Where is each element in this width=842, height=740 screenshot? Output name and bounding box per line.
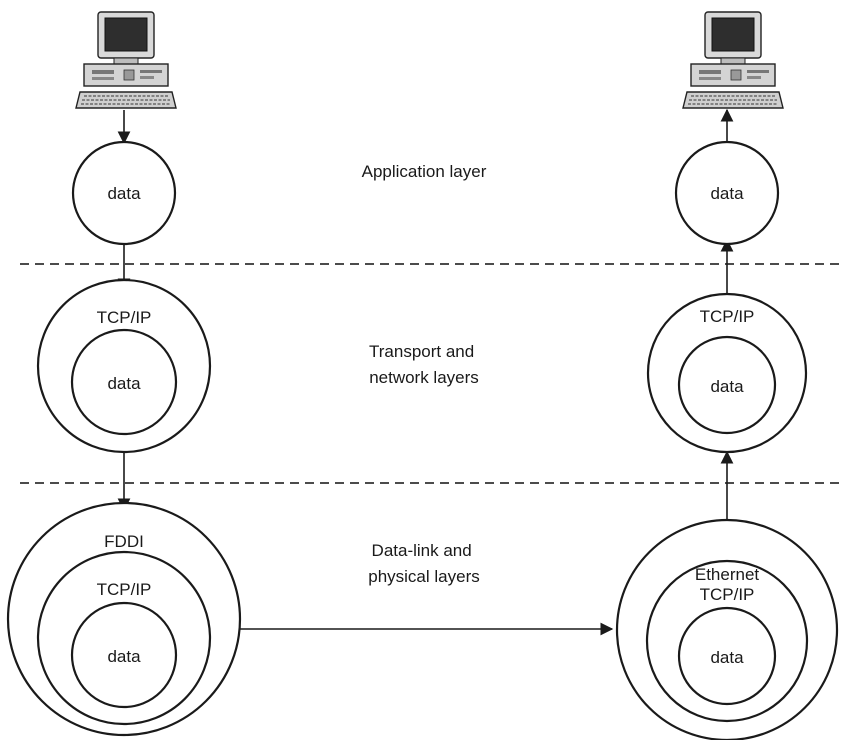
receiver-app-circle	[674, 140, 780, 246]
receiver-transport-inner-circle	[677, 335, 777, 435]
sender-link-header-label: FDDI	[104, 532, 144, 551]
sender-transport-inner-circle	[70, 328, 178, 436]
sender-transport-data-label: data	[107, 374, 141, 393]
receiver-link-inner-circle	[677, 606, 777, 706]
application-layer-label: Application layer	[362, 162, 487, 181]
sender-link-inner-circle	[70, 601, 178, 709]
sender-link-data-label: data	[107, 647, 141, 666]
receiver-link-transport-label: TCP/IP	[700, 585, 755, 604]
sender-transport-header-label: TCP/IP	[97, 308, 152, 327]
transport-layer-label: Transport and network layers	[369, 342, 479, 387]
receiver-app-data-label: data	[710, 184, 744, 203]
sender-app-circle	[71, 140, 177, 246]
datalink-layer-label: Data-link and physical layers	[368, 541, 480, 586]
receiver-transport-data-label: data	[710, 377, 744, 396]
sender-link-transport-label: TCP/IP	[97, 580, 152, 599]
receiver-link-header-label: Ethernet	[695, 565, 760, 584]
sender-computer-icon	[75, 11, 177, 109]
sender-app-data-label: data	[107, 184, 141, 203]
receiver-transport-header-label: TCP/IP	[700, 307, 755, 326]
receiver-link-data-label: data	[710, 648, 744, 667]
receiver-computer-icon	[682, 11, 784, 109]
